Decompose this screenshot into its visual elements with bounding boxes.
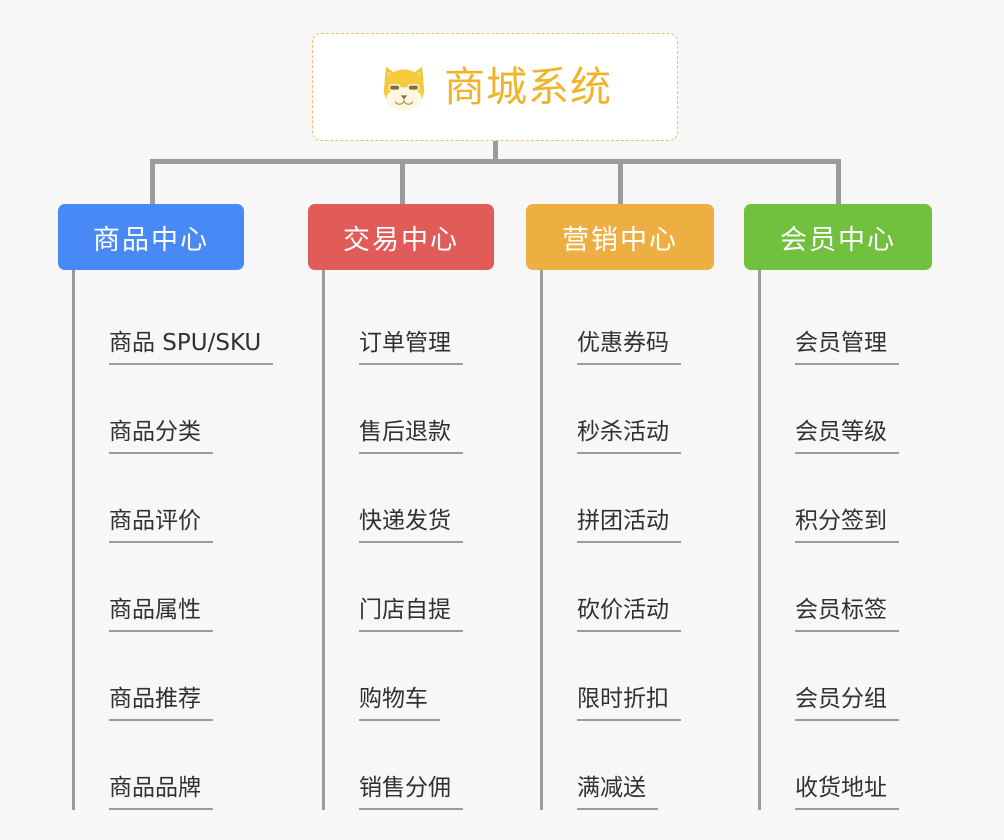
list-item[interactable]: 商品分类: [91, 365, 290, 454]
leaf-label: 商品 SPU/SKU: [109, 330, 274, 365]
leaf-label: 商品推荐: [109, 686, 213, 721]
leaf-label: 秒杀活动: [577, 419, 681, 454]
connector-drop-product-center: [150, 159, 155, 208]
leaf-label: 会员标签: [795, 597, 899, 632]
root-title: 商城系统: [444, 62, 612, 111]
list-item[interactable]: 积分签到: [777, 454, 976, 543]
list-item[interactable]: 快递发货: [341, 454, 540, 543]
category-label: 会员中心: [780, 224, 896, 256]
category-label: 商品中心: [93, 224, 209, 256]
list-item[interactable]: 购物车: [341, 632, 540, 721]
list-item[interactable]: 会员管理: [777, 276, 976, 365]
connector-horizontal-bus: [150, 159, 840, 164]
leaf-label: 快递发货: [359, 508, 463, 543]
leaf-label: 订单管理: [359, 330, 463, 365]
leaf-label: 优惠券码: [577, 330, 681, 365]
leaf-label: 销售分佣: [359, 775, 463, 810]
list-item[interactable]: 会员等级: [777, 365, 976, 454]
leaf-label: 售后退款: [359, 419, 463, 454]
list-item[interactable]: 拼团活动: [559, 454, 758, 543]
root-node[interactable]: 商城系统: [312, 33, 678, 141]
leaf-label: 砍价活动: [577, 597, 681, 632]
leaf-label: 限时折扣: [577, 686, 681, 721]
leaf-label: 满减送: [577, 775, 658, 810]
leaf-label: 拼团活动: [577, 508, 681, 543]
branch-product-center: 商品中心 商品 SPU/SKU 商品分类 商品评价 商品属性 商品推荐 商品品牌: [58, 204, 290, 810]
leaf-list-marketing-center: 优惠券码 秒杀活动 拼团活动 砍价活动 限时折扣 满减送: [540, 270, 758, 810]
leaf-label: 会员分组: [795, 686, 899, 721]
list-item[interactable]: 商品评价: [91, 454, 290, 543]
category-header-trade-center[interactable]: 交易中心: [308, 204, 494, 270]
category-header-member-center[interactable]: 会员中心: [744, 204, 932, 270]
list-item[interactable]: 会员标签: [777, 543, 976, 632]
leaf-label: 商品分类: [109, 419, 213, 454]
connector-drop-member-center: [836, 159, 841, 208]
leaf-label: 积分签到: [795, 508, 899, 543]
list-item[interactable]: 收货地址: [777, 721, 976, 810]
leaf-list-product-center: 商品 SPU/SKU 商品分类 商品评价 商品属性 商品推荐 商品品牌: [72, 270, 290, 810]
list-item[interactable]: 商品属性: [91, 543, 290, 632]
shiba-dog-face-icon: [378, 62, 430, 114]
list-item[interactable]: 售后退款: [341, 365, 540, 454]
leaf-label: 会员管理: [795, 330, 899, 365]
list-item[interactable]: 商品推荐: [91, 632, 290, 721]
leaf-label: 商品品牌: [109, 775, 213, 810]
leaf-list-trade-center: 订单管理 售后退款 快递发货 门店自提 购物车 销售分佣: [322, 270, 540, 810]
category-label: 营销中心: [562, 224, 678, 256]
branch-member-center: 会员中心 会员管理 会员等级 积分签到 会员标签 会员分组 收货地址: [744, 204, 976, 810]
leaf-label: 商品评价: [109, 508, 213, 543]
leaf-label: 商品属性: [109, 597, 213, 632]
connector-drop-marketing-center: [618, 159, 623, 208]
list-item[interactable]: 秒杀活动: [559, 365, 758, 454]
category-label: 交易中心: [343, 224, 459, 256]
list-item[interactable]: 门店自提: [341, 543, 540, 632]
leaf-label: 收货地址: [795, 775, 899, 810]
list-item[interactable]: 商品 SPU/SKU: [91, 276, 290, 365]
list-item[interactable]: 会员分组: [777, 632, 976, 721]
leaf-label: 购物车: [359, 686, 440, 721]
list-item[interactable]: 商品品牌: [91, 721, 290, 810]
list-item[interactable]: 满减送: [559, 721, 758, 810]
leaf-list-member-center: 会员管理 会员等级 积分签到 会员标签 会员分组 收货地址: [758, 270, 976, 810]
category-header-product-center[interactable]: 商品中心: [58, 204, 244, 270]
branch-marketing-center: 营销中心 优惠券码 秒杀活动 拼团活动 砍价活动 限时折扣 满减送: [526, 204, 758, 810]
list-item[interactable]: 砍价活动: [559, 543, 758, 632]
list-item[interactable]: 优惠券码: [559, 276, 758, 365]
leaf-label: 会员等级: [795, 419, 899, 454]
list-item[interactable]: 限时折扣: [559, 632, 758, 721]
category-header-marketing-center[interactable]: 营销中心: [526, 204, 714, 270]
branch-trade-center: 交易中心 订单管理 售后退款 快递发货 门店自提 购物车 销售分佣: [308, 204, 540, 810]
list-item[interactable]: 订单管理: [341, 276, 540, 365]
list-item[interactable]: 销售分佣: [341, 721, 540, 810]
connector-drop-trade-center: [400, 159, 405, 208]
connector-root-stem: [493, 141, 498, 163]
leaf-label: 门店自提: [359, 597, 463, 632]
